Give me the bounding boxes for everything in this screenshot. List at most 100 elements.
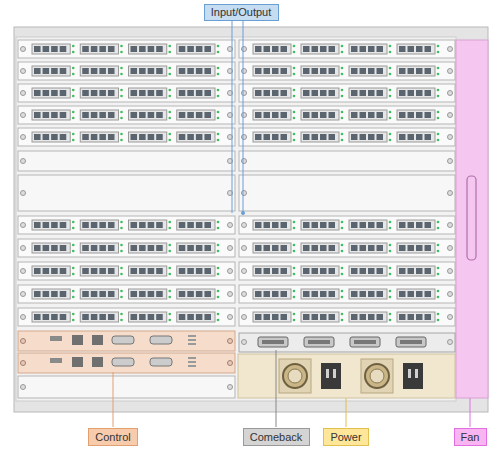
sfp-port — [60, 291, 67, 297]
led — [72, 45, 75, 48]
led — [341, 227, 344, 230]
sfp-cage — [177, 289, 215, 299]
sfp-cage — [253, 289, 291, 299]
led — [168, 45, 171, 48]
sfp-port — [187, 134, 194, 140]
sfp-port — [148, 46, 155, 52]
power-socket — [321, 363, 341, 389]
callout-label: Control — [95, 431, 130, 444]
sfp-port — [320, 112, 327, 118]
sfp-port — [377, 134, 384, 140]
sfp-port — [312, 90, 319, 96]
sfp-port — [351, 68, 358, 74]
power-switch-plate — [361, 359, 393, 393]
sfp-port — [148, 90, 155, 96]
led — [293, 244, 296, 247]
sfp-cage — [32, 88, 70, 98]
sfp-port — [204, 245, 211, 251]
led — [120, 290, 123, 293]
led — [72, 51, 75, 54]
sfp-port — [82, 134, 89, 140]
sfp-cage — [177, 266, 215, 276]
sfp-port — [187, 68, 194, 74]
led — [437, 290, 440, 293]
screw — [448, 292, 453, 297]
led — [389, 89, 392, 92]
sfp-port — [264, 90, 271, 96]
sfp-port — [368, 245, 375, 251]
sfp-port — [82, 268, 89, 274]
io-card — [18, 106, 235, 124]
sfp-port — [320, 68, 327, 74]
usb-port — [50, 336, 62, 341]
callout-label: Comeback — [250, 431, 303, 444]
led — [437, 51, 440, 54]
led — [72, 73, 75, 76]
screw — [242, 47, 247, 52]
io-card — [18, 84, 235, 102]
sfp-port — [60, 112, 67, 118]
sfp-port — [148, 245, 155, 251]
screw — [21, 69, 26, 74]
sfp-port — [377, 68, 384, 74]
sfp-port — [368, 68, 375, 74]
sfp-port — [312, 46, 319, 52]
led — [217, 221, 220, 224]
sfp-port — [320, 134, 327, 140]
sfp-port — [425, 134, 432, 140]
led — [217, 45, 220, 48]
sfp-port — [99, 291, 106, 297]
sfp-port — [131, 268, 138, 274]
sfp-port — [179, 314, 186, 320]
dvi-port — [396, 337, 426, 347]
sfp-port — [51, 291, 58, 297]
sfp-cage — [301, 266, 339, 276]
sfp-port — [425, 68, 432, 74]
led — [217, 139, 220, 142]
sfp-port — [139, 68, 146, 74]
sfp-port — [196, 46, 203, 52]
sfp-cage — [80, 110, 118, 120]
sfp-port — [187, 314, 194, 320]
led — [72, 319, 75, 322]
sfp-port — [34, 291, 41, 297]
led — [437, 133, 440, 136]
sfp-cage — [32, 312, 70, 322]
screw — [448, 269, 453, 274]
sfp-port — [281, 291, 288, 297]
sfp-port — [329, 245, 336, 251]
sfp-port — [108, 46, 115, 52]
sfp-cage — [253, 110, 291, 120]
leader-lines — [113, 21, 470, 427]
sfp-port — [425, 90, 432, 96]
sfp-port — [329, 314, 336, 320]
led — [217, 89, 220, 92]
sfp-port — [329, 68, 336, 74]
sfp-port — [196, 112, 203, 118]
callout-box: Input/Output — [204, 4, 279, 21]
sfp-cage — [397, 110, 435, 120]
sfp-port — [360, 268, 367, 274]
sfp-cage — [32, 220, 70, 230]
rj45-port — [92, 357, 103, 367]
sfp-port — [204, 68, 211, 74]
led — [389, 267, 392, 270]
sfp-port — [99, 314, 106, 320]
led — [341, 51, 344, 54]
sfp-port — [60, 134, 67, 140]
led — [120, 111, 123, 114]
sfp-cage — [32, 289, 70, 299]
sfp-cage — [301, 312, 339, 322]
sfp-port — [131, 222, 138, 228]
sfp-port — [416, 291, 423, 297]
led — [293, 95, 296, 98]
serial-port — [150, 358, 172, 366]
sfp-port — [351, 46, 358, 52]
io-card — [18, 40, 235, 58]
io-card — [239, 262, 455, 280]
sfp-port — [416, 90, 423, 96]
sfp-cage — [129, 266, 167, 276]
sfp-port — [408, 268, 415, 274]
sfp-port — [312, 314, 319, 320]
